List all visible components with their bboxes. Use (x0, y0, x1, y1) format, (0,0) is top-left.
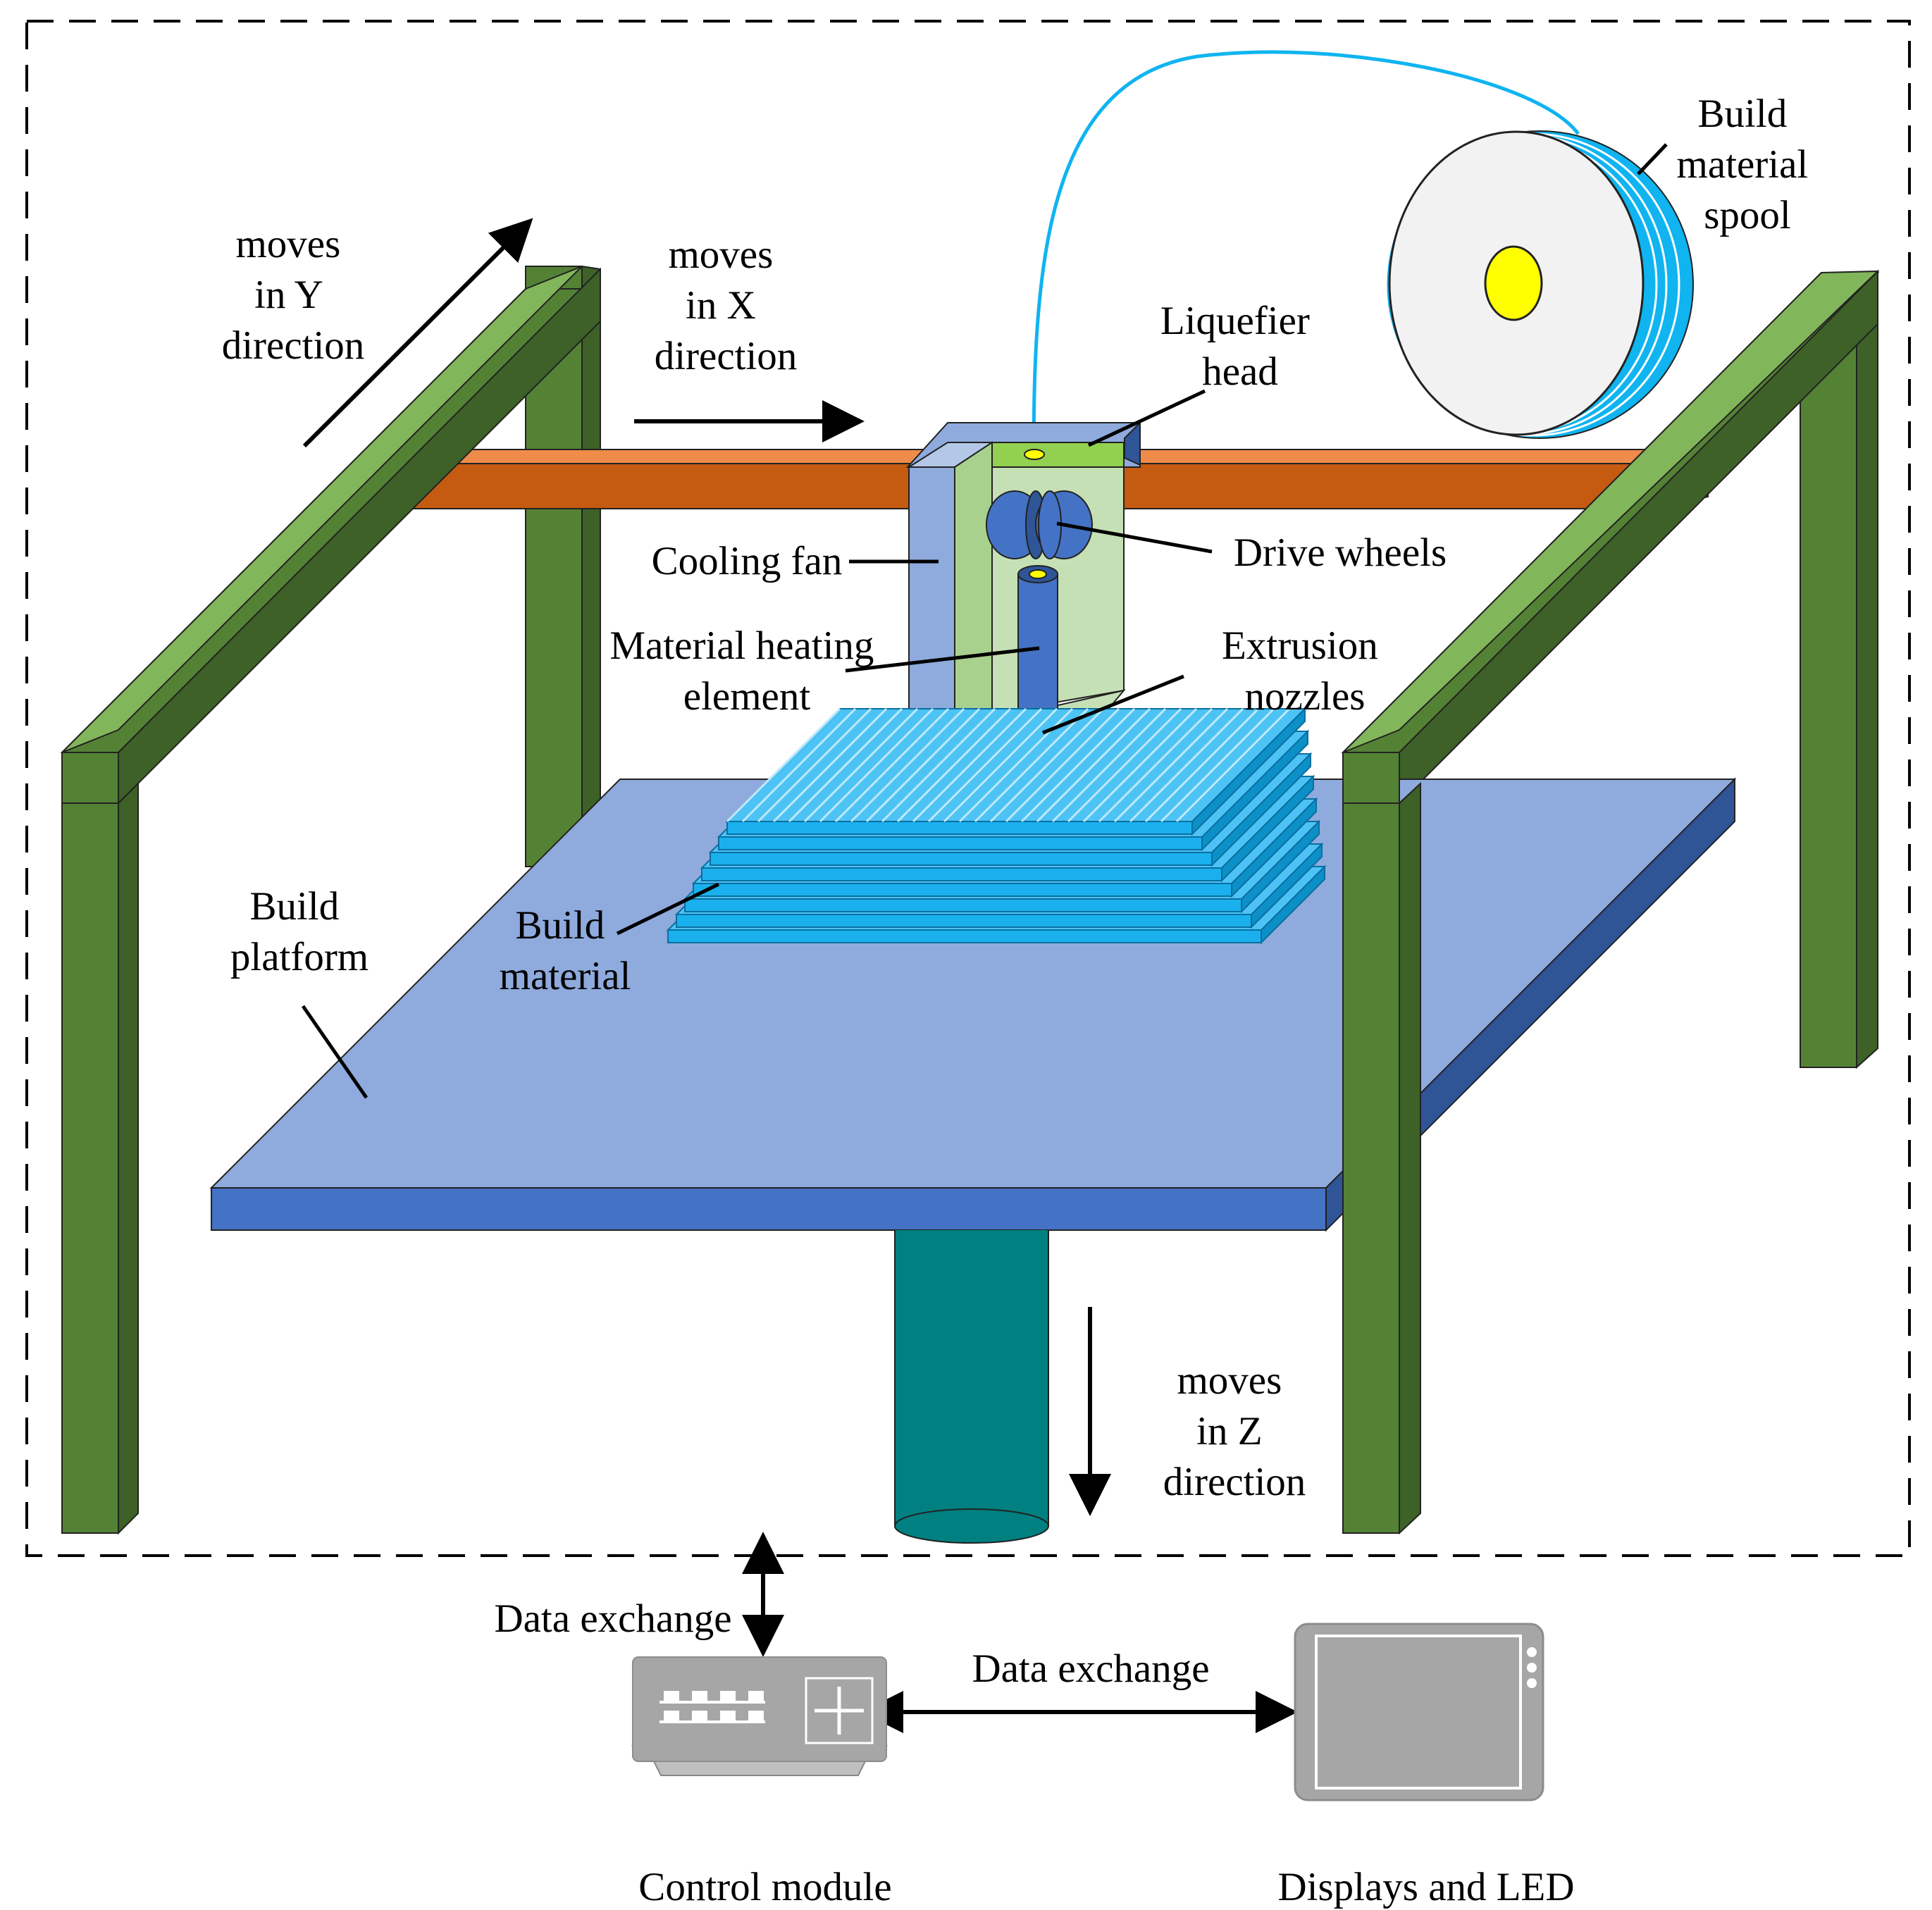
front-right-post (1342, 752, 1421, 1535)
layer-hatch (819, 707, 934, 823)
printer-boundary (25, 20, 1911, 1557)
cooling-fan-label: Cooling fan (652, 539, 843, 583)
displays-label: Displays and LED (1277, 1865, 1574, 1909)
build-material-layers (666, 707, 1327, 945)
control-module-label: Control module (638, 1865, 891, 1909)
front-left-post (61, 752, 139, 1535)
layer-hatch (1067, 707, 1182, 823)
nozzles-label: Extrusion nozzles (1222, 624, 1388, 719)
data-exchange-horizontal-label: Data exchange (972, 1647, 1209, 1691)
layer-hatch (912, 707, 1027, 823)
layer-hatch (881, 707, 996, 823)
layer-front (710, 852, 1213, 866)
left-top-rail (60, 266, 601, 805)
layer-side (1211, 752, 1311, 867)
layer-hatch (1144, 707, 1260, 823)
build-material-label: Build material (500, 903, 631, 998)
directional-pad-icon (805, 1677, 874, 1744)
display-screen (1315, 1635, 1522, 1790)
back-right-post (1800, 299, 1878, 1069)
layer-hatch (927, 707, 1043, 823)
back-left-post (525, 265, 601, 867)
layer-hatch (1036, 707, 1151, 823)
spool-label: Build material spool (1677, 92, 1819, 237)
layer-hatch (1082, 707, 1198, 823)
port-icons (660, 1691, 765, 1723)
layer-hatch (1005, 707, 1120, 823)
moves-z-label: moves in Z direction (1163, 1358, 1306, 1504)
layer-hatch (834, 707, 950, 823)
data-exchange-vertical-label: Data exchange (494, 1596, 731, 1641)
layer-side (1201, 729, 1308, 852)
control-module-device (631, 1656, 888, 1776)
heating-element-label: Material heating element (609, 624, 884, 719)
layer-side (1191, 707, 1306, 836)
layer-hatch (741, 707, 857, 823)
layer-front (693, 883, 1232, 897)
layer-side (1261, 864, 1325, 945)
layer-hatch (989, 707, 1105, 823)
layer-hatch (1051, 707, 1167, 823)
layer-hatch (1098, 707, 1213, 823)
display-device (1294, 1623, 1544, 1802)
layer-hatch (974, 707, 1089, 823)
moves-y-label: moves in Y direction (222, 222, 365, 368)
layer-hatch (1129, 707, 1244, 823)
layer-hatch (1020, 707, 1136, 823)
layer-hatch (1113, 707, 1229, 823)
layer-hatch (1160, 707, 1275, 823)
cooling-fan (908, 466, 955, 721)
layer-hatch (943, 707, 1058, 823)
layer-hatch (726, 707, 841, 823)
layer-side (1221, 774, 1314, 883)
spool-hub (1484, 245, 1543, 321)
leader-lines (301, 143, 1668, 1099)
drive-wheels (986, 490, 1093, 559)
right-top-rail (1341, 269, 1880, 805)
moves-x-label: moves in X direction (655, 232, 798, 378)
y-direction-arrow (302, 218, 533, 448)
layer-front (676, 914, 1252, 928)
layer-front (667, 929, 1262, 943)
heating-element (1017, 565, 1058, 726)
layer-hatch (850, 707, 965, 823)
layer-hatch (803, 707, 919, 823)
layer-side (1251, 842, 1323, 929)
layer-front (684, 898, 1242, 912)
layer-hatch (896, 707, 1012, 823)
z-axis-column (894, 1230, 1049, 1544)
layer-hatch (757, 707, 872, 823)
layer-front (718, 836, 1203, 850)
filament-line (1032, 50, 1580, 575)
build-material-spool (1379, 130, 1694, 439)
layer-front (726, 821, 1193, 835)
layer-side (1231, 797, 1317, 898)
layer-front (701, 867, 1222, 881)
layer-hatch (865, 707, 981, 823)
liquefier-head (905, 421, 1141, 740)
layer-side (1241, 819, 1320, 914)
liquefier-head-label: Liquefier head (1160, 299, 1320, 394)
build-platform-label: Build platform (230, 884, 369, 979)
layer-hatch (1175, 707, 1291, 823)
layer-hatch (788, 707, 903, 823)
drive-wheels-label: Drive wheels (1234, 531, 1447, 575)
layer-hatch (772, 707, 888, 823)
